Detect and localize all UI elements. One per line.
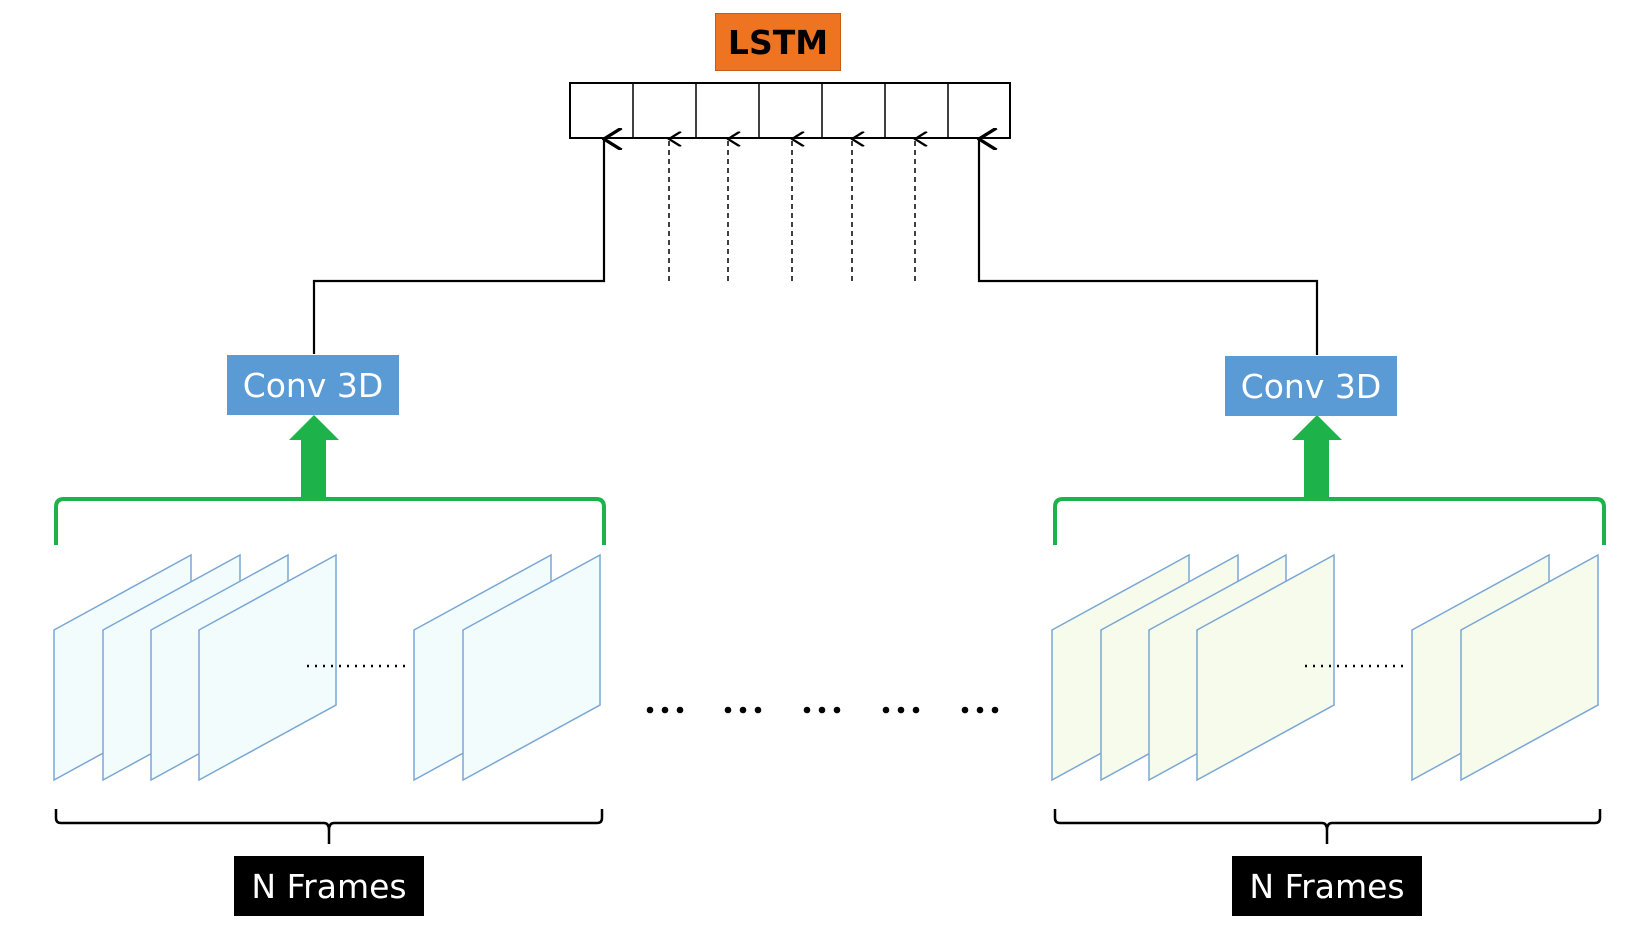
- lstm-label: LSTM: [715, 13, 841, 71]
- curly-bracket-left: [54, 809, 604, 844]
- frame: [462, 553, 601, 782]
- frame-stack-left: [53, 553, 601, 782]
- frame-stack-right: [1051, 553, 1599, 782]
- curly-bracket-right: [1053, 809, 1602, 844]
- frame: [1460, 553, 1599, 782]
- middle-ellipsis: [646, 706, 999, 714]
- frame: [198, 553, 337, 782]
- left-connector: [312, 139, 604, 354]
- green-up-arrow-right: [1292, 415, 1342, 498]
- green-up-arrow-left: [289, 415, 339, 498]
- right-connector: [979, 139, 1319, 355]
- n-frames-label-left: N Frames: [234, 856, 424, 916]
- frame: [1196, 553, 1335, 782]
- green-bracket-left: [54, 497, 606, 545]
- lstm-cells: [569, 82, 1011, 139]
- conv3d-label-left: Conv 3D: [227, 355, 399, 415]
- dashed-connectors: [669, 139, 915, 281]
- n-frames-label-right: N Frames: [1232, 856, 1422, 916]
- conv3d-label-right: Conv 3D: [1225, 356, 1397, 416]
- green-bracket-right: [1053, 497, 1606, 545]
